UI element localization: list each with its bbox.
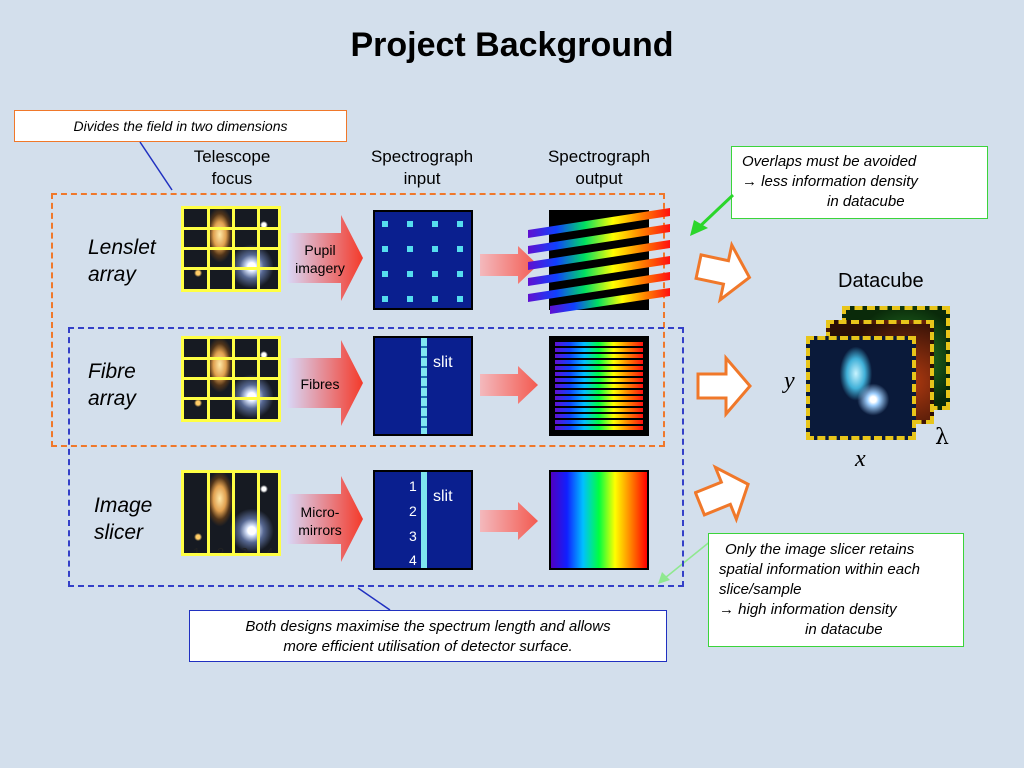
column-header-input-line2: input (403, 169, 441, 188)
note-slicer-line1: Only the image slicer retains (725, 541, 915, 558)
row-label-lenslet-line1: Lenslet (88, 236, 156, 259)
arrow-fibres (287, 340, 363, 426)
telescope-image-lenslet (181, 206, 281, 292)
row-label-slicer: Image slicer (94, 492, 152, 546)
fibre-spectra-stripes (555, 342, 643, 430)
column-header-telescope-line1: Telescope (193, 147, 271, 166)
spectrograph-output-fibre (549, 336, 649, 436)
tele-slice-number-1: 1 (193, 545, 201, 556)
column-header-telescope-line2: focus (211, 169, 253, 188)
spectrograph-output-slicer (549, 470, 649, 570)
note-slicer-line4: → high information density (719, 601, 897, 618)
note-overlaps-line2: → less information density (742, 173, 918, 190)
green-arrowhead-overlaps (690, 220, 708, 236)
slicer-number-1: 1 (409, 478, 417, 494)
arrow-small-lenslet (480, 246, 538, 284)
spectrograph-input-slicer: slit 1 2 3 4 (373, 470, 473, 570)
note-divides-field: Divides the field in two dimensions (14, 110, 347, 142)
arrow-label-pupil-line1: Pupil (304, 242, 336, 258)
note-overlaps-line3: in datacube (827, 193, 905, 210)
lenslet-fibre-frame (51, 193, 665, 447)
spectrograph-input-lenslet (373, 210, 473, 310)
slit-label-slicer: slit (433, 488, 453, 505)
column-header-output-line1: Spectrograph (547, 147, 651, 166)
row-label-lenslet: Lenslet array (88, 234, 156, 288)
note-both-designs: Both designs maximise the spectrum lengt… (189, 610, 667, 662)
row-label-fibre-line2: array (88, 387, 136, 410)
row-label-fibre: Fibre array (88, 358, 136, 412)
arrow-label-pupil-line2: imagery (295, 260, 345, 276)
note-divides-text: Divides the field in two dimensions (73, 118, 288, 134)
datacube-label: Datacube (838, 270, 924, 292)
note-overlaps-line1: Overlaps must be avoided (742, 153, 917, 170)
column-header-telescope: Telescope focus (170, 146, 294, 190)
tele-slice-number-3: 3 (241, 545, 249, 556)
datacube-lambda-axis: λ (935, 425, 949, 450)
overlapping-spectra (528, 208, 670, 314)
note-both-line2: more efficient utilisation of detector s… (283, 638, 573, 655)
arrow-pupil (287, 215, 363, 301)
hollow-arrow-lenslet (694, 240, 752, 304)
fibre-slicer-frame (68, 327, 684, 587)
note-image-slicer: Only the image slicer retains spatial in… (708, 533, 964, 647)
arrow-small-slicer (480, 502, 538, 540)
slicer-number-2: 2 (409, 503, 417, 519)
slit-bar-slicer (421, 472, 427, 568)
arrow-label-pupil: Pupil imagery (288, 241, 352, 277)
slit-bar-fibre (421, 338, 427, 434)
arrow-label-micromirrors: Micro- mirrors (288, 503, 352, 539)
note-overlaps: Overlaps must be avoided → less informat… (731, 146, 988, 219)
connector-both-line (357, 587, 391, 611)
arrow-micromirrors (287, 476, 363, 562)
slicer-number-3: 3 (409, 528, 417, 544)
hollow-arrow-slicer (694, 464, 750, 524)
telescope-image-slicer: 1 2 3 4 (181, 470, 281, 556)
telescope-image-fibre (181, 336, 281, 422)
green-arrow-slicer (664, 539, 713, 579)
column-header-input-line1: Spectrograph (370, 147, 474, 166)
column-header-output-line2: output (575, 169, 623, 188)
datacube-y-axis: y (784, 368, 795, 394)
column-header-output: Spectrograph output (532, 146, 666, 190)
arrow-label-micromirrors-line1: Micro- (300, 504, 340, 520)
connector-divides-line (139, 141, 173, 191)
tele-slice-number-4: 4 (266, 545, 274, 556)
arrow-label-micromirrors-line2: mirrors (298, 522, 342, 538)
row-label-lenslet-line2: array (88, 263, 136, 286)
slit-label-fibre: slit (433, 354, 453, 371)
arrow-small-fibre (480, 366, 538, 404)
hollow-arrow-fibre (696, 354, 752, 418)
spectrograph-input-fibre: slit (373, 336, 473, 436)
note-slicer-line2: spatial information within each (719, 561, 920, 578)
green-arrowhead-slicer (658, 572, 670, 584)
tele-slice-number-2: 2 (217, 545, 225, 556)
row-label-fibre-line1: Fibre (88, 360, 136, 383)
note-slicer-line3: slice/sample (719, 581, 802, 598)
arrow-label-fibres: Fibres (300, 376, 340, 392)
row-label-slicer-line2: slicer (94, 521, 144, 544)
row-label-slicer-line1: Image (94, 494, 153, 517)
slicer-number-4: 4 (409, 552, 417, 568)
datacube-front-face (806, 336, 916, 440)
note-both-line1: Both designs maximise the spectrum lengt… (245, 618, 611, 635)
page-title: Project Background (350, 26, 674, 64)
note-slicer-line5: in datacube (805, 621, 883, 638)
column-header-input: Spectrograph input (355, 146, 489, 190)
datacube-x-axis: x (855, 446, 866, 472)
green-arrow-overlaps (694, 193, 735, 232)
